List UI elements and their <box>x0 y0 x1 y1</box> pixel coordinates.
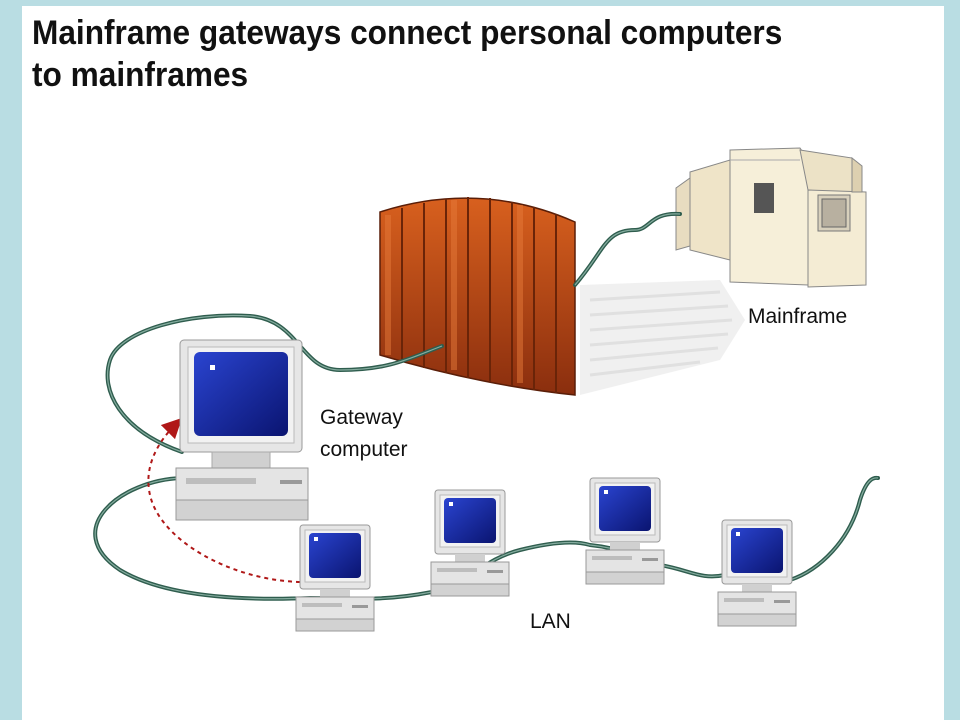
lan-computer-4-icon <box>717 519 797 627</box>
mainframe-icon <box>675 147 867 288</box>
data-flow-arrow <box>147 417 301 583</box>
mainframe-label: Mainframe <box>748 305 847 328</box>
gateway-label-line-1: Gateway <box>320 406 403 429</box>
gateway-fence <box>379 197 576 396</box>
lan-computer-2-icon <box>430 489 510 597</box>
lan-computer-3-icon <box>585 477 665 585</box>
mainframe-shadow <box>580 280 745 395</box>
lan-label: LAN <box>530 610 571 633</box>
title-line-1: Mainframe gateways connect personal comp… <box>32 14 783 52</box>
gateway-computer-icon <box>175 339 309 521</box>
network-diagram: Mainframe Gateway computer LAN <box>93 147 880 633</box>
title-line-2: to mainframes <box>32 56 249 94</box>
slide-title: Mainframe gateways connect personal comp… <box>32 12 869 96</box>
gateway-label-line-2: computer <box>320 438 408 461</box>
slide: Mainframe gateways connect personal comp… <box>22 6 944 720</box>
lan-computer-1-icon <box>295 524 375 632</box>
